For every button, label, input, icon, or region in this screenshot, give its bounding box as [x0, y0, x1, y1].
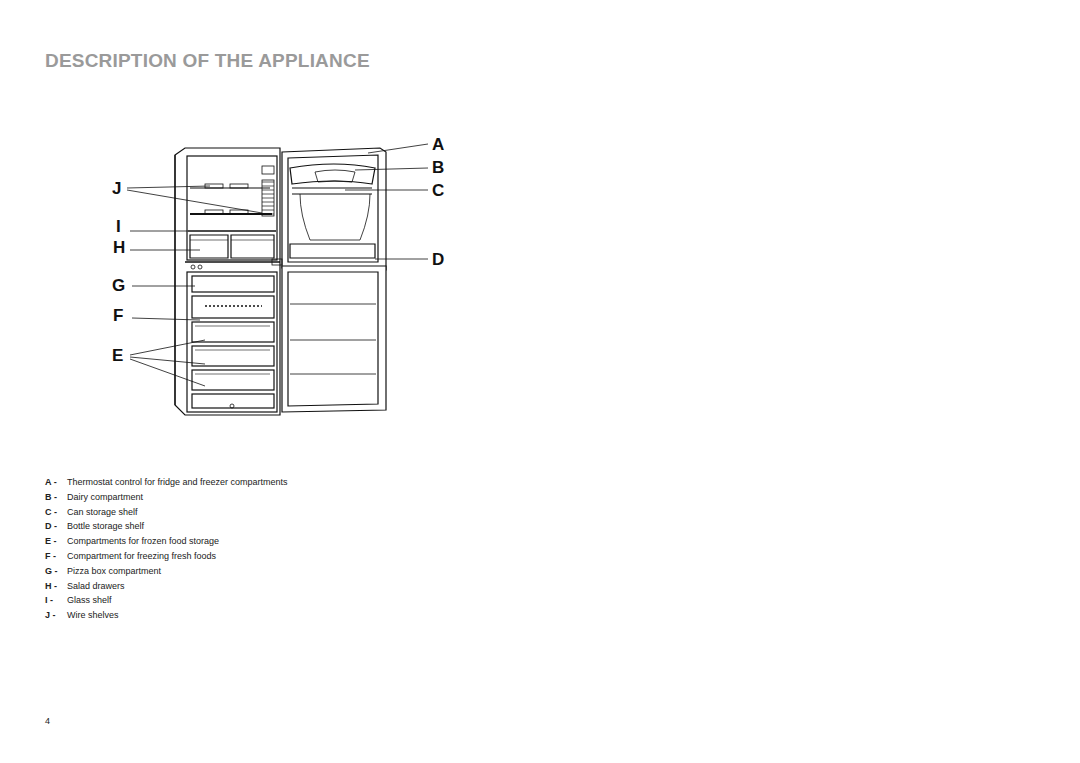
legend-text: Wire shelves — [67, 611, 119, 620]
callout-letter: F — [113, 307, 123, 324]
callout-letter: D — [432, 251, 444, 268]
callout-letter: B — [432, 159, 444, 176]
legend-key: I - — [45, 596, 53, 605]
legend-key: F - — [45, 552, 56, 561]
page-number: 4 — [45, 716, 50, 726]
legend-text: Can storage shelf — [67, 508, 138, 517]
legend-text: Compartment for freezing fresh foods — [67, 552, 216, 561]
legend-text: Dairy compartment — [67, 493, 143, 502]
callout-letter: G — [112, 277, 125, 294]
legend-key: A - — [45, 478, 57, 487]
legend-text: Thermostat control for fridge and freeze… — [67, 478, 288, 487]
legend-key: D - — [45, 522, 57, 531]
legend-key: E - — [45, 537, 57, 546]
legend-key: C - — [45, 508, 57, 517]
callout-letter: J — [112, 180, 121, 197]
legend-key: B - — [45, 493, 57, 502]
callout-letter: A — [432, 136, 444, 153]
callout-letter: E — [112, 347, 123, 364]
legend-key: G - — [45, 567, 58, 576]
page-title: DESCRIPTION OF THE APPLIANCE — [45, 50, 370, 72]
legend-key: J - — [45, 611, 56, 620]
legend-text: Salad drawers — [67, 582, 125, 591]
callout-letter: I — [116, 218, 121, 235]
legend-key: H - — [45, 582, 57, 591]
legend-text: Compartments for frozen food storage — [67, 537, 219, 546]
callout-letter: C — [432, 182, 444, 199]
legend-text: Glass shelf — [67, 596, 112, 605]
callout-letter: H — [113, 239, 125, 256]
legend-text: Pizza box compartment — [67, 567, 161, 576]
legend-text: Bottle storage shelf — [67, 522, 144, 531]
